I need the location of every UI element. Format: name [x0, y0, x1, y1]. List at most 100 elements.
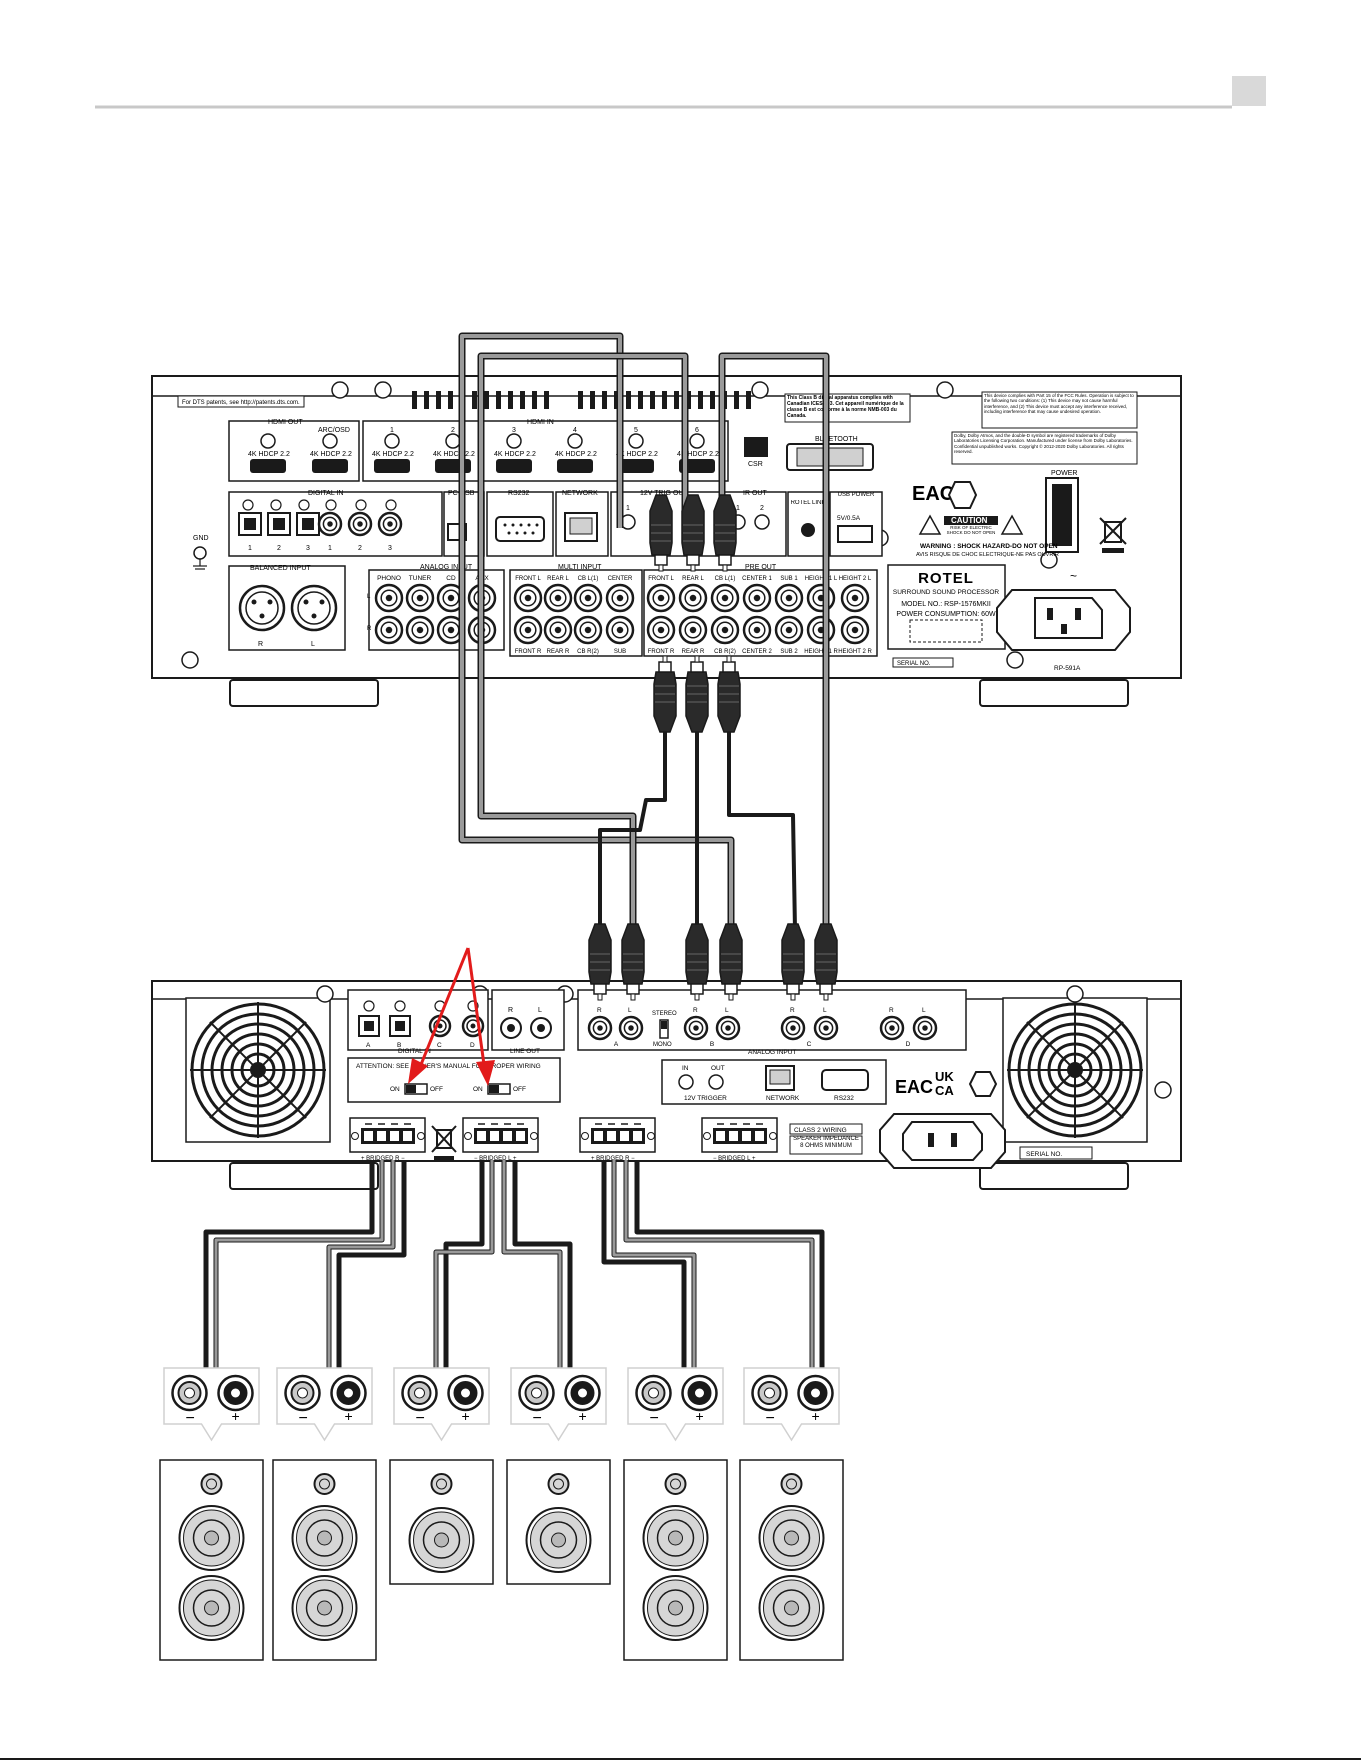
hdmi-in-port-5: [618, 459, 654, 473]
hdmi-in-title: HDMI IN: [527, 419, 554, 426]
stereo-label: STEREO: [652, 1011, 677, 1017]
amplifier-plug-1: [621, 923, 645, 1001]
attention-box: [347, 1057, 561, 1103]
network-label: NETWORK: [562, 490, 598, 497]
amp-trigger-in: IN: [682, 1065, 689, 1072]
speaker-minus-label: −: [299, 1410, 308, 1427]
ir-out-label: IR OUT: [743, 490, 767, 497]
amp-analog-channel-3-1: L: [922, 1007, 926, 1014]
fan-grille-right: [1002, 997, 1148, 1143]
fan-grille-left: [185, 997, 331, 1143]
amp-input-group-3: D: [906, 1041, 911, 1048]
usb-power-box: [829, 491, 883, 557]
speaker-wire-0: [203, 1160, 375, 1372]
bridge-switch-2[interactable]: ON OFF: [473, 1083, 526, 1095]
processor-plug-bottom-1: [685, 655, 709, 733]
analog-jack-l-1: [405, 583, 435, 613]
pre-out-bottom-5: HEIGHT 1 R: [804, 649, 838, 655]
page-marker: [1232, 76, 1266, 106]
bluetooth-label: BLUETOOTH: [815, 436, 858, 443]
hdmi-arc-label: ARC/OSD: [318, 427, 350, 434]
ukca-mark: UK CA: [935, 1070, 954, 1098]
processor-plug-bottom-2: [717, 655, 741, 733]
black-cable-1: [598, 700, 667, 930]
weee-icon: [1099, 517, 1127, 545]
amp-eac-mark: EAC: [895, 1077, 933, 1097]
xlr-jack-r: [238, 584, 286, 632]
hdmi-in-number-6: 6: [695, 427, 699, 434]
product-name: SURROUND SOUND PROCESSOR: [893, 589, 999, 596]
speaker-wire-4: [443, 1160, 485, 1372]
analog-jack-l-0: [374, 583, 404, 613]
pre-out-top-4: SUB 1: [780, 576, 798, 582]
attention-text: ATTENTION: SEE OWNER'S MANUAL FOR PROPER…: [356, 1063, 541, 1070]
processor-serial-label: SERIAL NO.: [897, 661, 931, 667]
svg-text:~: ~: [1070, 569, 1077, 583]
amplifier-plug-3: [719, 923, 743, 1001]
model-number: MODEL NO.: RSP-1576MKII: [901, 601, 991, 608]
pre-out-top-2: CB L(1): [715, 576, 736, 582]
speaker-plus-label: +: [462, 1408, 470, 1424]
arrow-to-switch-2: [476, 1060, 495, 1086]
hdmi-in-port-2: [435, 459, 471, 473]
attention-arrows: [408, 947, 495, 1086]
amp-analog-jack-3-1: [912, 1015, 938, 1041]
amp-analog-jack-1-1: [715, 1015, 741, 1041]
hdmi-in-port-label-1: 4K HDCP 2.2: [372, 451, 414, 458]
bridge-switch-1[interactable]: ON OFF: [390, 1083, 443, 1095]
multi-jack-bottom-3: [605, 615, 635, 645]
pre-out-title: PRE OUT: [745, 564, 777, 571]
rs232-label: RS232: [508, 490, 530, 497]
speaker-plus-label: +: [232, 1408, 240, 1424]
pre-out-jack-top-0: [646, 583, 676, 613]
coax-port-1: [317, 511, 343, 537]
terminal-label-2: − BRIDGED L +: [474, 1156, 517, 1162]
pre-out-top-5: HEIGHT 1 L: [805, 576, 838, 582]
speaker-wire-11: [634, 1160, 825, 1372]
terminal-label-1: + BRIDGED R −: [361, 1156, 405, 1162]
processor-foot-right: [979, 679, 1129, 707]
speaker-6: −+: [739, 1367, 844, 1661]
amp-input-group-2: C: [807, 1041, 812, 1048]
amp-rs232-port: [821, 1069, 869, 1091]
pre-out-jack-bottom-5: [806, 615, 836, 645]
processor-plug-top-0: [649, 494, 673, 572]
amp-trigger-out: OUT: [711, 1065, 725, 1072]
analog-row-l: L: [367, 594, 371, 600]
speakers: −+−+−+−+−+−+: [159, 1367, 844, 1661]
speaker-plus-label: +: [812, 1408, 820, 1424]
line-out-l: L: [538, 1007, 542, 1014]
amp-analog-channel-0-0: R: [597, 1007, 602, 1014]
coax-port-2: [347, 511, 373, 537]
hdmi-in-port-label-6: 4K HDCP 2.2: [677, 451, 719, 458]
warning-text: WARNING : SHOCK HAZARD-DO NOT OPEN: [920, 543, 1058, 550]
amp-digital-label-0: A: [366, 1042, 371, 1049]
multi-jack-top-1: [543, 583, 573, 613]
amp-line-out-box: [491, 989, 565, 1051]
pre-out-bottom-6: HEIGHT 2 R: [838, 649, 872, 655]
pre-out-top-1: REAR L: [682, 576, 704, 582]
speaker-4: −+: [506, 1367, 611, 1585]
pre-out-jack-bottom-0: [646, 615, 676, 645]
fcc-compliance-note: This device complies with Part 15 of the…: [984, 393, 1134, 415]
hdmi-in-port-label-2: 4K HDCP 2.2: [433, 451, 475, 458]
amp-analog-input-box: [577, 989, 967, 1051]
optical-number-1: 1: [248, 545, 252, 552]
analog-input-label-2: CD: [446, 575, 456, 582]
terminal-label-3: + BRIDGED R −: [591, 1156, 635, 1162]
pre-out-bottom-1: REAR R: [682, 649, 705, 655]
speaker-1: −+: [159, 1367, 264, 1661]
processor-plug-top-2: [713, 494, 737, 572]
amp-digital-label-1: B: [397, 1042, 401, 1049]
amp-analog-channel-3-0: R: [889, 1007, 894, 1014]
hdmi-out-port-1-label: 4K HDCP 2.2: [248, 451, 290, 458]
processor-power-inlet: ~: [996, 569, 1131, 651]
amp-analog-jack-3-0: [879, 1015, 905, 1041]
rotel-link-label: ROTEL LINK: [790, 500, 826, 506]
coax-number-2: 2: [358, 545, 362, 552]
pre-out-jack-bottom-1: [678, 615, 708, 645]
usb-rating: 5V/0.5A: [837, 515, 861, 522]
analog-input-label-0: PHONO: [377, 575, 401, 582]
